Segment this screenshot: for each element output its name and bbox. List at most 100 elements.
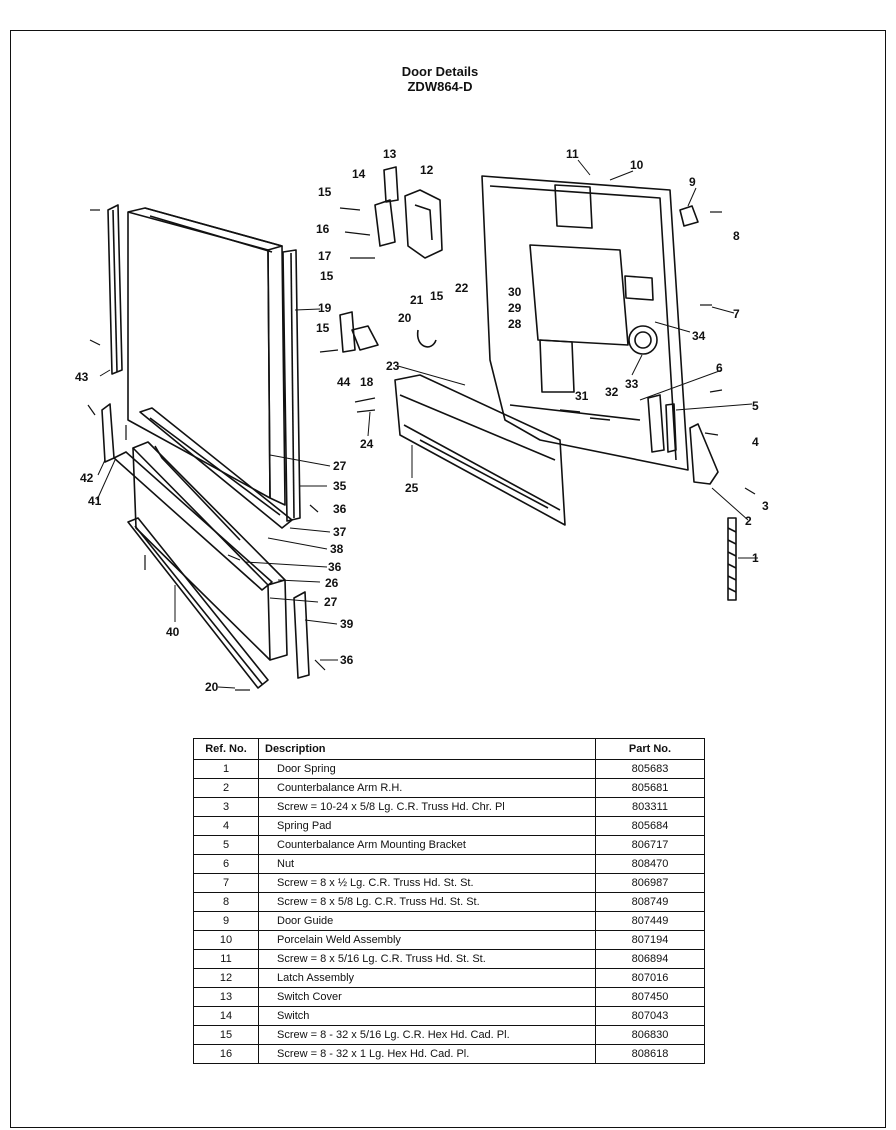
outer-door-panel: [127, 207, 286, 506]
ref-cell: 11: [193, 949, 259, 969]
callout-18: 18: [360, 375, 374, 389]
description-cell: Counterbalance Arm Mounting Bracket: [258, 835, 596, 855]
door-guide: [679, 205, 699, 227]
description-cell: Door Spring: [258, 759, 596, 779]
switch-cover: [383, 166, 399, 203]
part-number-cell: 807016: [595, 968, 705, 988]
door-side-trim-left: [107, 204, 123, 375]
part-number-cell: 805681: [595, 778, 705, 798]
callout-15b: 15: [320, 269, 334, 283]
callout-14: 14: [352, 167, 366, 181]
callout-10: 10: [630, 158, 644, 172]
callout-25: 25: [405, 481, 419, 495]
callout-34: 34: [692, 329, 706, 343]
callout-37: 37: [333, 525, 347, 539]
callout-40: 40: [166, 625, 180, 639]
ref-cell: 14: [193, 1006, 259, 1026]
screw-set: [87, 207, 756, 691]
bracket-18: [351, 325, 379, 351]
part-number-cell: 808749: [595, 892, 705, 912]
description-cell: Screw = 8 x ½ Lg. C.R. Truss Hd. St. St.: [258, 873, 596, 893]
callout-44: 44: [337, 375, 351, 389]
description-cell: Door Guide: [258, 911, 596, 931]
callout-31: 31: [575, 389, 589, 403]
callout-36b: 36: [328, 560, 342, 574]
callout-15c: 15: [316, 321, 330, 335]
description-cell: Nut: [258, 854, 596, 874]
callout-9: 9: [689, 175, 696, 189]
ref-cell: 1: [193, 759, 259, 779]
callout-15d: 15: [430, 289, 444, 303]
part-number-cell: 807194: [595, 930, 705, 950]
callout-30: 30: [508, 285, 522, 299]
part-number-cell: 806830: [595, 1025, 705, 1045]
ref-cell: 9: [193, 911, 259, 931]
switch: [374, 199, 396, 247]
ref-cell: 2: [193, 778, 259, 798]
callout-20: 20: [398, 311, 412, 325]
description-cell: Latch Assembly: [258, 968, 596, 988]
ref-cell: 5: [193, 835, 259, 855]
callout-labels: 1 2 3 4 5 6 7 8 9 10 11 12 13 14 15 16 1…: [75, 147, 769, 694]
hinge-bracket-44: [339, 311, 356, 353]
callout-36c: 36: [340, 653, 354, 667]
callout-39: 39: [340, 617, 354, 631]
lower-side-strip: [293, 591, 310, 679]
callout-32: 32: [605, 385, 619, 399]
page-frame: [10, 30, 886, 1128]
description-cell: Screw = 10-24 x 5/8 Lg. C.R. Truss Hd. C…: [258, 797, 596, 817]
mounting-bracket: [647, 394, 677, 453]
part-number-cell: 807450: [595, 987, 705, 1007]
callout-33: 33: [625, 377, 639, 391]
callout-16: 16: [316, 222, 330, 236]
ref-cell: 8: [193, 892, 259, 912]
description-cell: Counterbalance Arm R.H.: [258, 778, 596, 798]
callout-12: 12: [420, 163, 434, 177]
callout-11: 11: [566, 147, 579, 161]
callout-38: 38: [330, 542, 344, 556]
column-header-description: Description: [258, 738, 596, 760]
callout-8: 8: [733, 229, 740, 243]
part-number-cell: 806987: [595, 873, 705, 893]
callout-20b: 20: [205, 680, 219, 694]
callout-1: 1: [752, 551, 759, 565]
ref-cell: 16: [193, 1044, 259, 1064]
part-number-cell: 807449: [595, 911, 705, 931]
description-cell: Screw = 8 x 5/16 Lg. C.R. Truss Hd. St. …: [258, 949, 596, 969]
description-cell: Screw = 8 - 32 x 5/16 Lg. C.R. Hex Hd. C…: [258, 1025, 596, 1045]
part-number-cell: 803311: [595, 797, 705, 817]
description-cell: Switch Cover: [258, 987, 596, 1007]
callout-36: 36: [333, 502, 347, 516]
description-cell: Screw = 8 - 32 x 1 Lg. Hex Hd. Cad. Pl.: [258, 1044, 596, 1064]
ref-cell: 15: [193, 1025, 259, 1045]
door-side-trim-right: [282, 249, 301, 522]
callout-41: 41: [88, 494, 102, 508]
model-number: ZDW864-D: [407, 79, 473, 94]
leader-lines: [96, 159, 758, 689]
latch-assembly: [404, 189, 443, 259]
part-number-cell: 806717: [595, 835, 705, 855]
porcelain-weld-assembly: [481, 175, 689, 471]
callout-15: 15: [318, 185, 332, 199]
wire-clip-21: [416, 329, 437, 348]
callout-42: 42: [80, 471, 94, 485]
callout-7: 7: [733, 307, 740, 321]
description-cell: Switch: [258, 1006, 596, 1026]
ref-cell: 12: [193, 968, 259, 988]
callout-43: 43: [75, 370, 89, 384]
callout-24: 24: [360, 437, 374, 451]
door-bottom-trim: [139, 407, 293, 529]
callout-3: 3: [762, 499, 769, 513]
ref-cell: 13: [193, 987, 259, 1007]
callout-21: 21: [410, 293, 424, 307]
part-number-cell: 807043: [595, 1006, 705, 1026]
part-number-cell: 808470: [595, 854, 705, 874]
